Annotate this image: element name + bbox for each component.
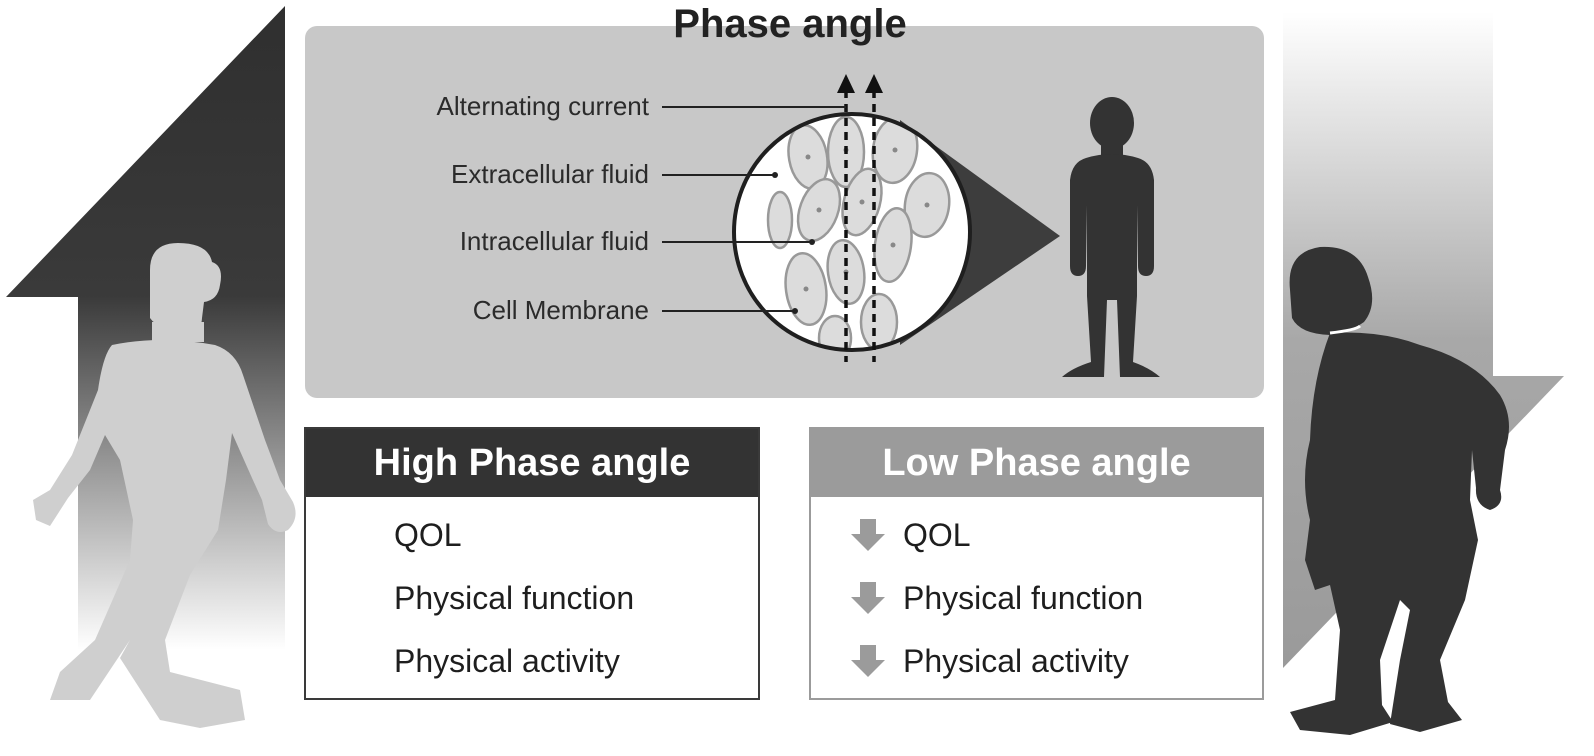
- high-phase-angle-box: High Phase angle QOL Physical function P…: [304, 427, 760, 700]
- low-item-label: Physical function: [903, 580, 1144, 616]
- low-item-qol: QOL: [903, 517, 971, 554]
- high-item-label: Physical function: [394, 580, 635, 616]
- high-item-physical-activity: Physical activity: [394, 643, 620, 680]
- high-phase-angle-title: High Phase angle: [373, 441, 691, 484]
- label-extracellular-fluid: Extracellular fluid: [451, 159, 649, 189]
- low-item-label: QOL: [903, 517, 971, 553]
- cell-magnifier: [732, 112, 972, 352]
- hunched-person-icon: [1289, 246, 1509, 735]
- low-item-physical-activity: Physical activity: [903, 643, 1129, 680]
- leader-lines: [662, 106, 846, 312]
- current-arrowhead-right: [865, 74, 883, 93]
- page-title: Phase angle: [673, 2, 907, 46]
- high-item-qol: QOL: [394, 517, 462, 554]
- alternating-current-lines: [837, 74, 883, 362]
- low-phase-angle-title: Low Phase angle: [882, 441, 1191, 484]
- label-intracellular-fluid: Intracellular fluid: [459, 226, 649, 256]
- standing-person-icon: [1062, 97, 1160, 377]
- walking-person-icon: [33, 243, 296, 728]
- low-item-physical-function: Physical function: [903, 580, 1143, 617]
- low-item-label: Physical activity: [903, 643, 1129, 679]
- label-cell-membrane: Cell Membrane: [472, 295, 649, 325]
- current-arrowhead-left: [837, 74, 855, 93]
- low-phase-angle-header: Low Phase angle: [811, 429, 1262, 497]
- high-item-physical-function: Physical function: [394, 580, 634, 617]
- low-phase-angle-box: Low Phase angle QOL Physical function Ph…: [809, 427, 1264, 700]
- high-phase-angle-header: High Phase angle: [306, 429, 758, 497]
- label-alternating-current: Alternating current: [436, 91, 649, 121]
- high-item-label: Physical activity: [394, 643, 620, 679]
- high-item-label: QOL: [394, 517, 462, 553]
